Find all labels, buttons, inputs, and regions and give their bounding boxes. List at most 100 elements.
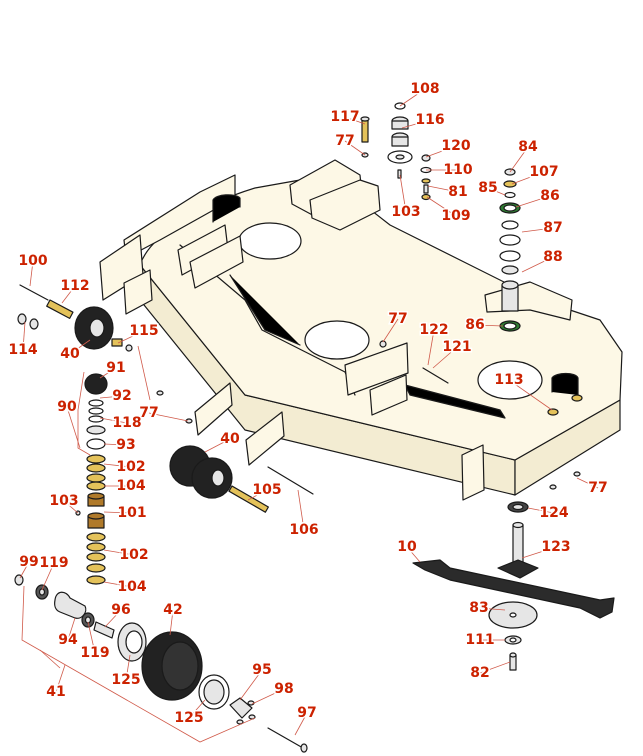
callout-label-40: 40: [220, 431, 240, 447]
callout-label-83: 83: [469, 600, 488, 616]
callout-leader-123: [521, 546, 557, 559]
callout-label-98: 98: [274, 681, 293, 697]
callout-label-102: 102: [116, 459, 145, 475]
callout-leader-122: [427, 329, 435, 366]
callout-leader-40: [69, 339, 91, 355]
callout-leader-41: [55, 664, 66, 693]
callout-label-107: 107: [529, 164, 558, 180]
callout-leader-95: [239, 669, 263, 701]
callout-leader-102: [103, 463, 132, 468]
callout-leader-109: [426, 196, 457, 217]
callout-leader-77: [148, 412, 189, 422]
group-brackets: [21, 345, 256, 743]
caster-stack: [75, 373, 108, 585]
callout-label-77: 77: [335, 133, 354, 149]
callout-leader-90: [66, 406, 81, 449]
callout-label-116: 116: [415, 112, 444, 128]
callout-label-120: 120: [441, 138, 470, 154]
callout-leader-103: [399, 174, 407, 213]
callout-leader-94: [67, 617, 76, 641]
callout-label-94: 94: [58, 632, 78, 648]
callout-label-77: 77: [588, 480, 607, 496]
callout-leader-97: [294, 712, 308, 736]
callout-leader-115: [117, 330, 145, 344]
callout-leader-85: [487, 187, 506, 196]
callout-label-99: 99: [19, 554, 38, 570]
callout-label-82: 82: [470, 665, 489, 681]
right-spindle-hardware: [499, 168, 521, 332]
callout-label-112: 112: [60, 278, 89, 294]
callout-label-124: 124: [539, 505, 568, 521]
callout-label-92: 92: [112, 388, 131, 404]
callout-label-86: 86: [465, 317, 484, 333]
callout-leader-83: [478, 607, 506, 611]
callout-label-115: 115: [129, 323, 158, 339]
callout-leader-107: [511, 171, 545, 185]
callout-label-87: 87: [543, 220, 562, 236]
callout-leader-40: [204, 438, 231, 453]
callout-label-88: 88: [543, 249, 562, 265]
callout-leader-81: [427, 185, 459, 193]
callout-label-113: 113: [494, 372, 523, 388]
callout-leader-77: [344, 140, 366, 156]
callout-label-84: 84: [518, 139, 538, 155]
callout-label-106: 106: [289, 522, 318, 538]
callout-leader-114: [22, 321, 26, 351]
callout-label-118: 118: [112, 415, 141, 431]
callout-label-100: 100: [18, 253, 47, 269]
callout-label-93: 93: [116, 437, 135, 453]
callout-label-42: 42: [163, 602, 182, 618]
callout-leader-105: [247, 489, 268, 501]
callout-leader-82: [479, 661, 511, 674]
callout-leader-119: [41, 562, 55, 591]
callout-label-122: 122: [419, 322, 448, 338]
callout-leader-125: [188, 699, 206, 719]
callout-leader-117: [344, 116, 366, 125]
callout-label-119: 119: [39, 555, 68, 571]
top-spindle-hardware: [360, 102, 432, 201]
callout-leader-92: [99, 395, 123, 399]
rear-wheel-assembly: [14, 574, 308, 753]
callout-label-103: 103: [49, 493, 78, 509]
callout-label-117: 117: [330, 109, 359, 125]
callout-label-108: 108: [410, 81, 439, 97]
callout-leader-86: [515, 195, 551, 208]
callout-label-77: 77: [388, 311, 407, 327]
callout-label-91: 91: [106, 360, 125, 376]
callout-leader-77: [382, 318, 399, 343]
callout-label-97: 97: [297, 705, 316, 721]
callout-label-104: 104: [116, 478, 145, 494]
callout-leader-42: [169, 609, 174, 636]
callout-leader-93: [103, 443, 127, 446]
callout-leader-84: [509, 146, 529, 173]
callout-label-110: 110: [443, 162, 472, 178]
callout-leader-124: [527, 507, 555, 514]
callout-leader-91: [99, 367, 117, 379]
callout-leader-118: [99, 417, 128, 424]
callout-leader-103: [63, 500, 79, 514]
callout-label-125: 125: [174, 710, 203, 726]
callout-label-103: 103: [391, 204, 420, 220]
callout-label-105: 105: [252, 482, 281, 498]
callout-label-109: 109: [441, 208, 470, 224]
callout-leader-77: [576, 477, 599, 489]
callout-leader-102: [103, 549, 135, 556]
callout-leader-86: [474, 324, 504, 327]
callout-leader-125: [125, 654, 131, 681]
callout-label-90: 90: [57, 399, 77, 415]
callout-label-121: 121: [442, 339, 471, 355]
callout-label-95: 95: [252, 662, 271, 678]
callout-leader-113: [508, 379, 553, 411]
front-left-wheel: [17, 284, 133, 352]
callout-label-86: 86: [540, 188, 559, 204]
callout-leader-120: [425, 145, 457, 158]
callout-label-123: 123: [541, 539, 570, 555]
callout-leader-87: [521, 227, 554, 233]
callout-label-111: 111: [465, 632, 494, 648]
callout-label-96: 96: [111, 602, 130, 618]
callout-leader-100: [29, 260, 34, 287]
callout-leader-96: [104, 609, 122, 628]
callout-label-102: 102: [119, 547, 148, 563]
